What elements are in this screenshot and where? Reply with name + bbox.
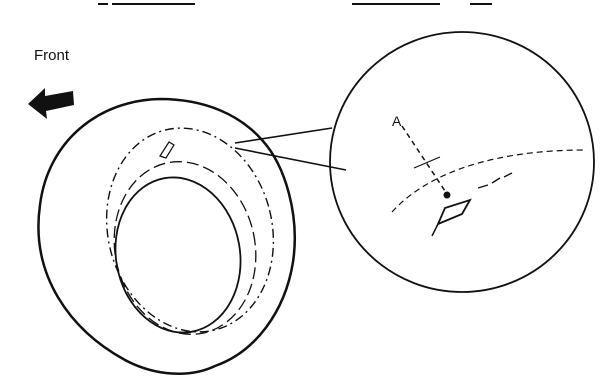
front-label: Front <box>34 47 70 64</box>
tread-marking-text <box>478 173 512 188</box>
pointer-line-a <box>402 126 447 194</box>
tire-mark-detail <box>438 200 470 224</box>
arrow-left-icon <box>28 88 74 119</box>
magnified-view <box>330 32 594 292</box>
tread-edge-line <box>392 150 585 212</box>
marker-a-label: A <box>392 113 402 129</box>
cross-tick <box>414 157 440 168</box>
mark-stem <box>432 224 438 236</box>
tire-mark-small <box>160 142 174 158</box>
pointer-dot <box>444 192 450 198</box>
magnifier-circle <box>330 32 594 292</box>
